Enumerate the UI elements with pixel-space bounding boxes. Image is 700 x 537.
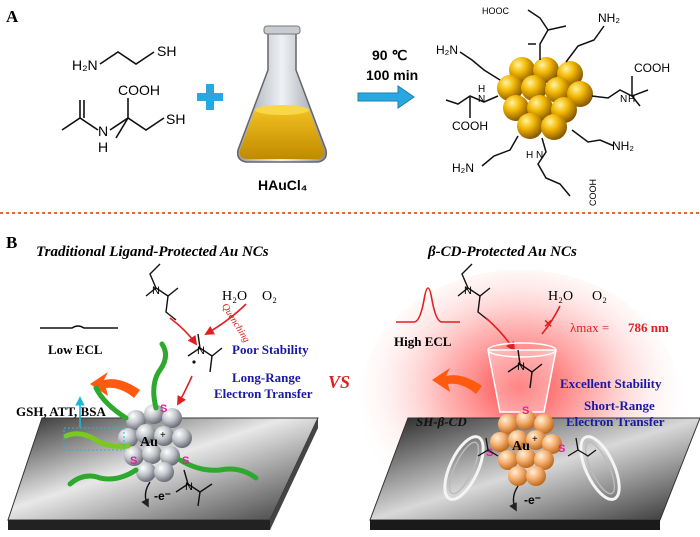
flask-label: HAuCl₄ xyxy=(258,177,307,193)
reaction-arrow xyxy=(357,85,415,109)
cysteamine-sh: SH xyxy=(157,43,176,59)
product-amide-h-3: H xyxy=(478,84,485,95)
short-range-2: Electron Transfer xyxy=(566,414,665,429)
left-title: Traditional Ligand-Protected Au NCs xyxy=(36,244,269,260)
poor-stability: Poor Stability xyxy=(232,342,309,357)
short-range-1: Short-Range xyxy=(584,398,655,413)
sh-beta-cd-label: SH-β-CD xyxy=(416,414,467,429)
excellent-stability: Excellent Stability xyxy=(560,376,662,391)
low-ecl-label: Low ECL xyxy=(48,342,103,357)
right-tpra-top-n: N xyxy=(464,285,472,297)
right-tpra-radical-n: N xyxy=(517,361,525,373)
ligand-highlight-box xyxy=(63,427,125,451)
beta-cd-cone xyxy=(487,349,557,413)
product-ligand-bonds xyxy=(445,9,649,197)
product-cooh-bottom: COOH xyxy=(588,179,598,206)
right-h2o: H₂O xyxy=(548,289,573,304)
product-h2n-bottom: H₂N xyxy=(452,161,474,175)
panel-a-label: A xyxy=(6,7,19,26)
left-plate-edge xyxy=(8,520,270,530)
product-nh2-top: NH₂ xyxy=(598,11,620,25)
lambda-value: 786 nm xyxy=(628,320,669,335)
low-ecl-signal xyxy=(40,325,118,329)
cysteamine-structure xyxy=(99,51,155,65)
product-cooh-right: COOH xyxy=(634,61,670,75)
product-amide-n-3: N xyxy=(478,94,485,105)
nac-n: N xyxy=(98,123,108,139)
left-tpra-radical xyxy=(187,333,223,373)
panel-b-label: B xyxy=(6,233,17,252)
product-h2n-left: H₂N xyxy=(436,43,458,57)
high-ecl-label: High ECL xyxy=(394,334,452,349)
left-au-plus: + xyxy=(160,430,166,441)
right-s-label-1: S xyxy=(522,405,529,417)
left-tpra-bottom xyxy=(175,469,213,507)
condition-time: 100 min xyxy=(366,67,418,83)
left-au-cluster xyxy=(118,404,192,482)
product-amide-h-2: H xyxy=(628,94,635,105)
left-ligand-chains xyxy=(63,341,259,487)
product-amide-h-1: H xyxy=(526,150,533,161)
left-o2: O₂ xyxy=(262,289,277,304)
nac-sh: SH xyxy=(166,111,185,127)
right-plate-edge xyxy=(370,520,660,530)
lambda-label: λmax = xyxy=(570,320,609,335)
cysteamine-h2n: H₂N xyxy=(72,57,98,73)
left-s-label-1: S xyxy=(160,403,167,415)
right-au-cluster xyxy=(490,410,562,486)
long-range-arrow xyxy=(177,375,193,406)
left-tpra-top-n: N xyxy=(152,285,160,297)
left-emission-arrow xyxy=(90,372,140,398)
right-tpra-radical xyxy=(507,349,543,389)
left-electron-label: -e⁻ xyxy=(154,489,171,503)
right-electron-label: -e⁻ xyxy=(524,493,541,507)
long-range-1: Long-Range xyxy=(232,370,301,385)
condition-temperature: 90 ℃ xyxy=(372,47,407,63)
left-tpra-radical-n: N xyxy=(197,345,205,357)
nac-h: H xyxy=(98,139,108,155)
long-range-2: Electron Transfer xyxy=(214,386,313,401)
right-s-label-2: S xyxy=(486,447,493,459)
right-emission-arrow xyxy=(432,368,482,394)
left-au-label: Au xyxy=(140,435,158,450)
ligand-list: GSH, ATT, BSA xyxy=(16,404,106,419)
product-cooh-left: COOH xyxy=(452,119,488,133)
left-tpra-top xyxy=(145,263,179,321)
product-hooc-top: HOOC xyxy=(482,6,510,16)
left-plate-edge-side xyxy=(270,418,318,530)
beta-cd-rings xyxy=(443,435,621,501)
right-s-label-3: S xyxy=(558,443,565,455)
left-electron-arrow xyxy=(141,481,151,508)
product-amide-n-2: N xyxy=(620,94,627,105)
quenching-arrow xyxy=(204,303,247,335)
left-h2o: H₂O xyxy=(222,289,247,304)
block-cross: × xyxy=(544,315,552,331)
right-au-plus: + xyxy=(532,434,538,445)
right-title: β-CD-Protected Au NCs xyxy=(427,244,577,260)
plus-icon xyxy=(197,84,223,110)
left-radical-dot xyxy=(192,360,196,364)
right-o2: O₂ xyxy=(592,289,607,304)
left-s-label-3: S xyxy=(130,455,137,467)
right-tpra-side xyxy=(477,437,597,457)
left-tpra-arrow xyxy=(169,317,198,346)
left-s-label-2: S xyxy=(182,455,189,467)
vs-label: VS xyxy=(328,372,350,392)
right-electron-arrow xyxy=(509,485,519,512)
product-amide-n-1: N xyxy=(536,150,543,161)
high-ecl-signal xyxy=(396,287,460,323)
right-tpra-arrow xyxy=(485,317,516,352)
left-tpra-bottom-n: N xyxy=(185,481,193,493)
right-tpra-top xyxy=(457,263,491,321)
gold-nanocluster xyxy=(497,57,593,140)
right-au-label: Au xyxy=(512,439,530,454)
product-nh2-right: NH₂ xyxy=(612,139,634,153)
beta-cd-cone-rim xyxy=(487,342,557,358)
flask-icon xyxy=(236,25,328,163)
blocked-quench-arrow xyxy=(541,305,561,335)
nac-structure xyxy=(61,98,165,139)
nac-cooh: COOH xyxy=(118,82,160,98)
